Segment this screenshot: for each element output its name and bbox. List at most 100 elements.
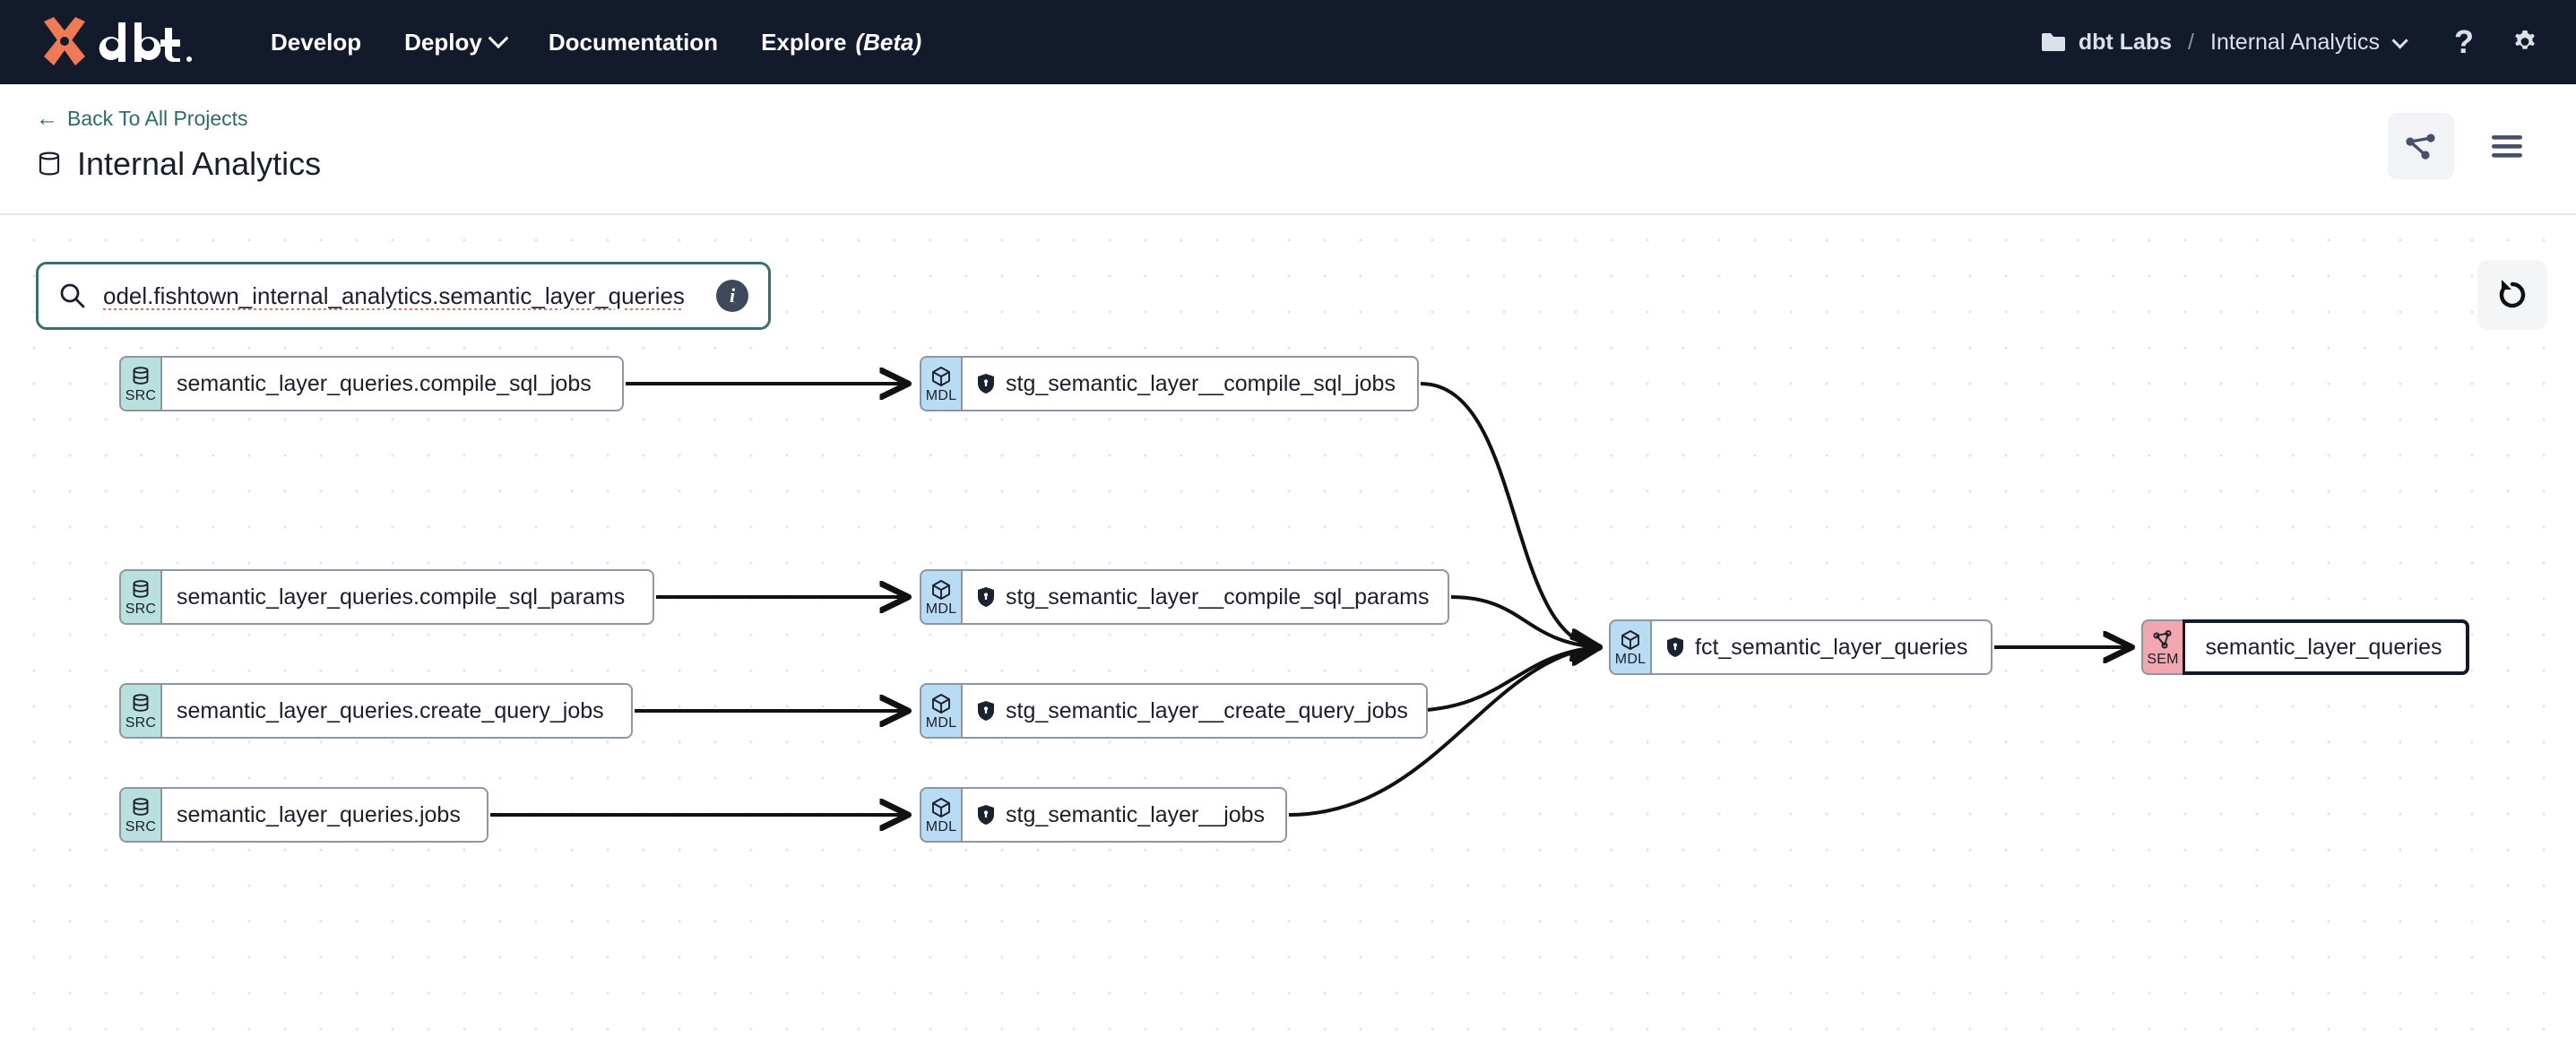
back-to-all-projects-link[interactable]: ← Back To All Projects: [36, 107, 248, 131]
database-icon: [133, 579, 149, 598]
cube-icon: [932, 797, 950, 818]
graph-node-selected[interactable]: SEM semantic_layer_queries: [2141, 619, 2469, 675]
node-label: semantic_layer_queries.jobs: [177, 801, 461, 827]
node-badge-label: MDL: [1614, 651, 1647, 667]
node-badge-label: MDL: [925, 601, 957, 617]
graph-node[interactable]: MDL fct_semantic_layer_queries: [1609, 619, 1993, 675]
shield-lock-icon: [1667, 637, 1683, 657]
project-selector[interactable]: Internal Analytics: [2210, 29, 2408, 56]
node-label: stg_semantic_layer__compile_sql_params: [1006, 584, 1430, 610]
share-graph-icon: [2406, 134, 2435, 160]
database-icon: [39, 151, 60, 176]
nav-item-documentation[interactable]: Documentation: [527, 20, 739, 65]
graph-node[interactable]: SRC semantic_layer_queries.compile_sql_j…: [119, 356, 624, 411]
node-body: semantic_layer_queries: [2183, 619, 2469, 675]
chevron-down-icon: [2391, 31, 2408, 49]
node-label: stg_semantic_layer__create_query_jobs: [1006, 697, 1408, 723]
primary-nav: Develop Deploy Documentation Explore (Be…: [249, 20, 943, 65]
nav-item-develop-label: Develop: [271, 28, 362, 56]
node-body: semantic_layer_queries.jobs: [160, 787, 488, 843]
lineage-graph-view-button[interactable]: [2388, 113, 2454, 179]
dbt-wordmark-icon: [99, 22, 192, 62]
node-type-badge-sem: SEM: [2141, 619, 2183, 675]
org-breadcrumb[interactable]: dbt Labs: [2041, 30, 2172, 56]
node-badge-label: MDL: [925, 818, 957, 835]
graph-node[interactable]: MDL stg_semantic_layer__create_query_job…: [920, 683, 1428, 739]
semantic-graph-icon: [2153, 629, 2172, 649]
node-body: fct_semantic_layer_queries: [1650, 619, 1993, 675]
node-type-badge-mdl: MDL: [1609, 619, 1650, 675]
database-icon: [133, 366, 149, 385]
shield-lock-icon: [978, 587, 994, 607]
shield-lock-icon: [978, 701, 994, 721]
graph-node[interactable]: SRC semantic_layer_queries.create_query_…: [119, 683, 633, 739]
node-label: fct_semantic_layer_queries: [1695, 634, 1968, 660]
project-name: Internal Analytics: [2210, 29, 2380, 55]
node-badge-label: SEM: [2147, 651, 2179, 667]
shield-lock-icon: [978, 805, 994, 825]
nav-item-documentation-label: Documentation: [548, 28, 719, 56]
node-body: stg_semantic_layer__compile_sql_jobs: [961, 356, 1419, 411]
search-box[interactable]: i: [36, 262, 771, 330]
node-label: semantic_layer_queries: [2205, 634, 2442, 660]
node-type-badge-mdl: MDL: [920, 683, 961, 739]
breadcrumb-separator: /: [2188, 29, 2194, 55]
graph-node[interactable]: MDL stg_semantic_layer__jobs: [920, 787, 1287, 843]
node-label: semantic_layer_queries.create_query_jobs: [177, 697, 604, 723]
cube-icon: [1621, 629, 1639, 650]
cube-icon: [932, 366, 950, 386]
reset-counterclockwise-icon: [2499, 280, 2526, 308]
back-link-label: Back To All Projects: [67, 107, 248, 130]
node-body: semantic_layer_queries.compile_sql_jobs: [160, 356, 624, 411]
node-label: semantic_layer_queries.compile_sql_param…: [177, 584, 626, 610]
node-type-badge-mdl: MDL: [920, 569, 961, 625]
node-type-badge-src: SRC: [119, 787, 160, 843]
graph-node[interactable]: MDL stg_semantic_layer__compile_sql_jobs: [920, 356, 1419, 411]
navbar-right-group: dbt Labs / Internal Analytics ?: [2041, 26, 2540, 58]
node-label: stg_semantic_layer__jobs: [1006, 801, 1266, 827]
node-body: semantic_layer_queries.create_query_jobs: [160, 683, 633, 739]
search-input[interactable]: [103, 281, 707, 310]
search-icon: [60, 283, 85, 308]
page-title: Internal Analytics: [77, 145, 322, 182]
node-badge-label: SRC: [125, 818, 157, 835]
graph-node[interactable]: SRC semantic_layer_queries.compile_sql_p…: [119, 569, 654, 625]
shield-lock-icon: [978, 374, 994, 394]
node-body: stg_semantic_layer__jobs: [961, 787, 1287, 843]
node-type-badge-mdl: MDL: [920, 787, 961, 843]
chevron-down-icon: [488, 28, 509, 49]
hamburger-menu-icon: [2492, 135, 2522, 158]
graph-node[interactable]: MDL stg_semantic_layer__compile_sql_para…: [920, 569, 1449, 625]
cube-icon: [932, 579, 950, 600]
gear-icon[interactable]: [2510, 27, 2540, 57]
help-icon[interactable]: ?: [2454, 23, 2474, 60]
nav-item-deploy-label: Deploy: [404, 28, 482, 56]
page-subheader: ← Back To All Projects Internal Analytic…: [0, 84, 2576, 215]
node-type-badge-src: SRC: [119, 683, 160, 739]
lineage-graph: SRC semantic_layer_queries.compile_sql_j…: [0, 217, 2576, 1047]
node-badge-label: MDL: [925, 387, 957, 403]
node-type-badge-mdl: MDL: [920, 356, 961, 411]
node-badge-label: MDL: [925, 714, 957, 731]
folder-icon: [2041, 33, 2065, 51]
nav-item-explore[interactable]: Explore (Beta): [739, 20, 943, 65]
node-label: semantic_layer_queries.compile_sql_jobs: [177, 370, 592, 396]
dbt-mark-icon: [44, 17, 85, 65]
node-body: stg_semantic_layer__create_query_jobs: [961, 683, 1428, 739]
nav-item-explore-beta-tag: (Beta): [855, 28, 922, 56]
node-badge-label: SRC: [125, 601, 157, 617]
lineage-canvas[interactable]: i: [0, 217, 2576, 1047]
database-icon: [133, 693, 149, 712]
menu-button[interactable]: [2474, 113, 2540, 179]
node-badge-label: SRC: [125, 714, 157, 731]
node-label: stg_semantic_layer__compile_sql_jobs: [1006, 370, 1396, 396]
node-type-badge-src: SRC: [119, 569, 160, 625]
dbt-logo[interactable]: [36, 13, 194, 71]
reset-view-button[interactable]: [2477, 260, 2547, 330]
nav-item-explore-label: Explore: [761, 28, 847, 56]
nav-item-develop[interactable]: Develop: [249, 20, 383, 65]
info-icon[interactable]: i: [716, 280, 748, 312]
graph-node[interactable]: SRC semantic_layer_queries.jobs: [119, 787, 488, 843]
nav-item-deploy[interactable]: Deploy: [383, 20, 527, 65]
database-icon: [133, 797, 149, 816]
